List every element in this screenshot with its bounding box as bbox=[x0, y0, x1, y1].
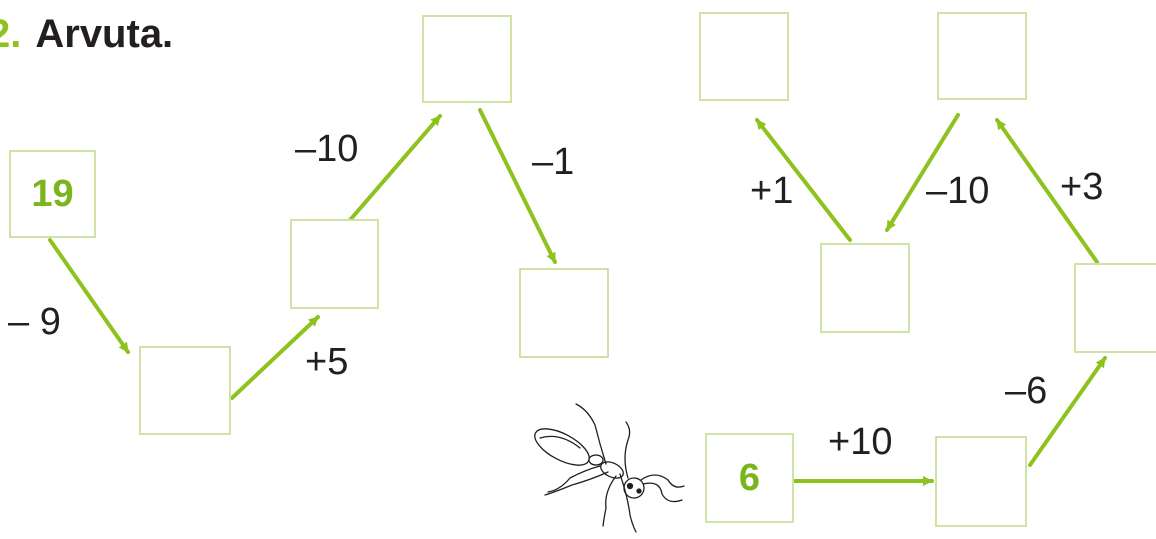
answer-box-2[interactable] bbox=[290, 219, 379, 309]
arrow-minus10-left bbox=[348, 114, 442, 222]
answer-box-1[interactable] bbox=[139, 346, 231, 435]
answer-box-6[interactable] bbox=[1074, 263, 1156, 353]
arrow-minus1 bbox=[478, 108, 557, 264]
arrow-minus9 bbox=[48, 238, 130, 354]
op-minus10-left: –10 bbox=[295, 128, 359, 170]
arrow-plus3 bbox=[995, 118, 1099, 264]
op-plus10: +10 bbox=[828, 421, 893, 463]
answer-box-7[interactable] bbox=[937, 12, 1027, 100]
op-plus5: +5 bbox=[305, 341, 349, 383]
start-value-6: 6 bbox=[738, 456, 761, 499]
exercise-title-text: Arvuta. bbox=[35, 12, 174, 56]
answer-box-8[interactable] bbox=[820, 243, 910, 333]
op-plus1: +1 bbox=[750, 170, 794, 212]
answer-box-9[interactable] bbox=[699, 12, 789, 101]
exercise-title: 2. Arvuta. bbox=[0, 12, 173, 57]
op-minus6: –6 bbox=[1005, 370, 1048, 412]
start-box-6: 6 bbox=[705, 433, 794, 523]
op-minus9: – 9 bbox=[8, 301, 61, 343]
arrow-plus5 bbox=[230, 315, 320, 400]
answer-box-4[interactable] bbox=[519, 268, 609, 358]
op-minus1: –1 bbox=[532, 141, 575, 183]
start-box-19: 19 bbox=[9, 150, 96, 238]
ant-drawing bbox=[534, 403, 685, 533]
op-plus3: +3 bbox=[1060, 166, 1104, 208]
arrow-plus1 bbox=[755, 118, 852, 242]
op-minus10-right: –10 bbox=[926, 170, 990, 212]
answer-box-5[interactable] bbox=[935, 436, 1027, 527]
exercise-number: 2. bbox=[0, 12, 22, 56]
answer-box-3[interactable] bbox=[422, 15, 512, 103]
arrow-minus6 bbox=[1028, 356, 1107, 467]
arrow-minus10-right bbox=[885, 113, 960, 232]
start-value: 19 bbox=[31, 172, 74, 215]
